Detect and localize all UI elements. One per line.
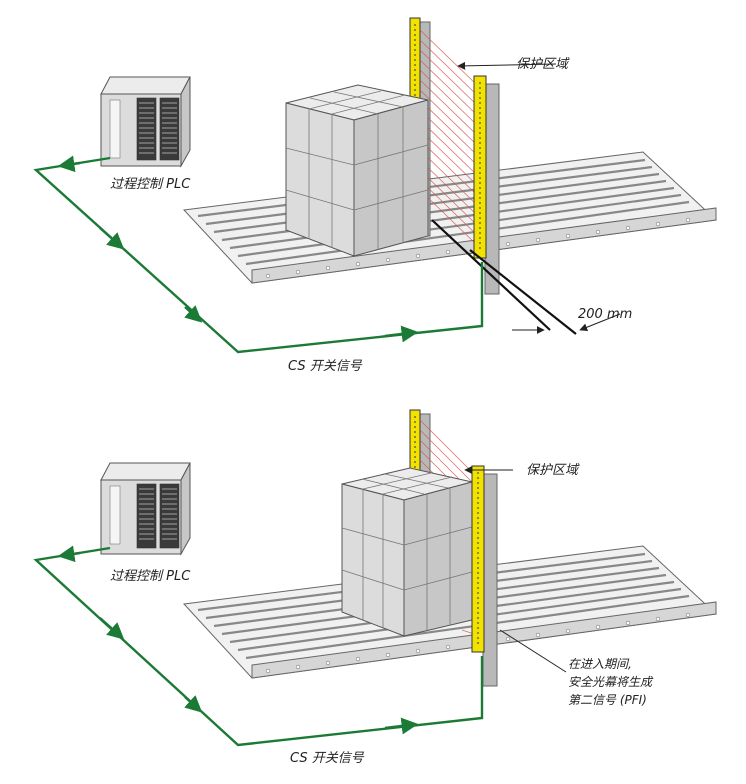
plc-cabinet [100,462,191,556]
pfi-note-line-1: 在进入期间, [568,657,632,671]
plc-cabinet [100,76,191,168]
protection-zone-label: 保护区域 [516,57,570,72]
signal-wire [33,155,484,354]
light-beams [419,29,479,247]
cargo-box [285,84,429,257]
plc-label: 过程控制 PLC [110,569,191,584]
front-post [482,473,498,687]
panel-top: 保护区域 过程控制 PLC CS 开关信号 200 mm [33,17,718,374]
cargo-box [341,467,473,637]
signal-wire [33,545,484,747]
pfi-note-line-2: 安全光幕将生成 [568,675,654,689]
dimension-label: 200 mm [578,307,632,322]
roller-conveyor [182,151,718,284]
plc-label: 过程控制 PLC [110,177,191,192]
cs-signal-label: CS 开关信号 [288,359,363,374]
pfi-note-line-3: 第二信号 (PFI) [568,693,647,707]
zone-leader-line [457,61,557,70]
dimension-marker [431,219,577,335]
protection-zone-label: 保护区域 [526,463,580,478]
note-leader-line [499,629,567,673]
panel-bottom: 保护区域 过程控制 PLC CS 开关信号 在进入期间, 安全光幕将生成 第二信… [33,409,718,766]
cs-signal-label: CS 开关信号 [290,751,365,766]
